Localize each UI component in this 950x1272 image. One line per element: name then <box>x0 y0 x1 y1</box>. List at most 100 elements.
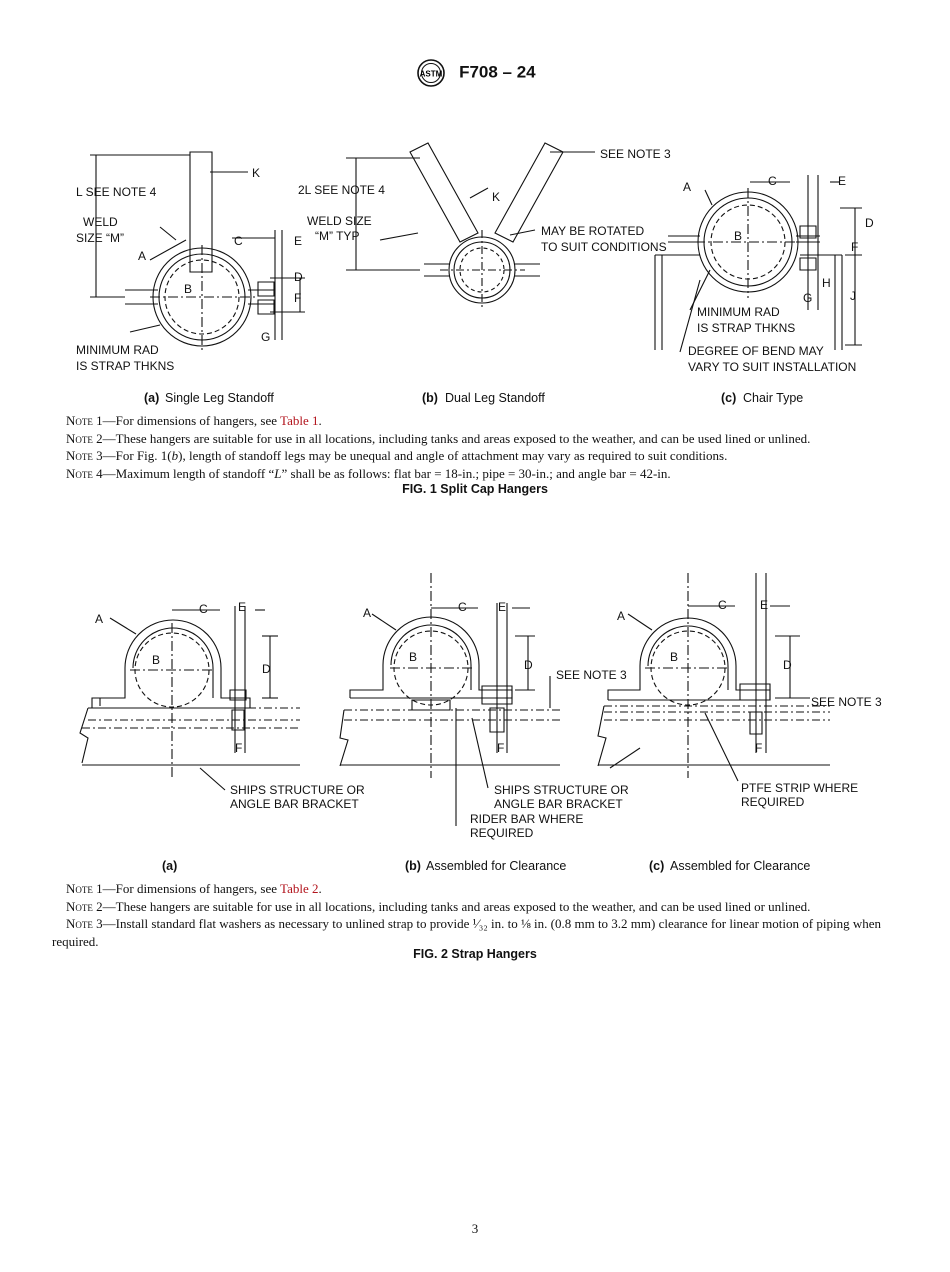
fig2c-caption-letter: (c) <box>649 859 664 873</box>
fig2c-caption-text: Assembled for Clearance <box>670 859 810 873</box>
fig1b-label-weld2: “M” TYP <box>315 229 359 243</box>
fig2a-label-ships2: ANGLE BAR BRACKET <box>230 797 359 811</box>
fig2a-caption-letter: (a) <box>162 859 177 873</box>
figure-1-labels: L SEE NOTE 4 WELD SIZE “M” K C E A B D F… <box>76 147 874 405</box>
fig2b-label-f: F <box>497 741 504 755</box>
fig1b-label-k: K <box>492 190 500 204</box>
fig2a-label-c: C <box>199 602 208 616</box>
fig2b-caption-text: Assembled for Clearance <box>426 859 566 873</box>
fig2c-label-note3: SEE NOTE 3 <box>811 695 882 709</box>
fig1a-caption-text: Single Leg Standoff <box>165 391 274 405</box>
fig2a-label-e: E <box>238 600 246 614</box>
fig2c-label-c: C <box>718 598 727 612</box>
figure-1-drawing <box>0 130 950 415</box>
fig1c-caption-letter: (c) <box>721 391 736 405</box>
fig1-note-3: Note 3—For Fig. 1(b), length of standoff… <box>66 448 728 463</box>
fig1c-label-b: B <box>734 229 742 243</box>
fig1-note-2: Note 2—These hangers are suitable for us… <box>66 430 811 446</box>
fig1b-label-rot1: MAY BE ROTATED <box>541 224 644 238</box>
fig1c-drawing <box>655 175 862 352</box>
fig1a-label-minrad2: IS STRAP THKNS <box>76 359 174 373</box>
fig1c-label-d: D <box>865 216 874 230</box>
fig1b-caption-text: Dual Leg Standoff <box>445 391 545 405</box>
fig2-title: FIG. 2 Strap Hangers <box>413 947 537 961</box>
fig2b-caption-letter: (b) <box>405 859 421 873</box>
fig1a-drawing <box>90 152 305 350</box>
fig1b-drawing <box>346 143 595 308</box>
fig2c-label-ptfe1: PTFE STRIP WHERE <box>741 781 858 795</box>
fig2-note-3: Note 3—Install standard flat washers as … <box>52 916 881 949</box>
fig2b-drawing <box>340 573 560 826</box>
fig2a-label-b: B <box>152 653 160 667</box>
fig1b-label-rot2: TO SUIT CONDITIONS <box>541 240 667 254</box>
fig2-notes: Note 1—For dimensions of hangers, see Ta… <box>52 880 902 950</box>
fig2b-label-e: E <box>498 600 506 614</box>
fig1c-label-j: J <box>850 289 856 303</box>
fig2b-label-ships2: ANGLE BAR BRACKET <box>494 797 623 811</box>
astm-logo: ASTM <box>414 58 448 88</box>
fig1a-label-weld1: WELD <box>83 215 118 229</box>
fig2a-label-ships1: SHIPS STRUCTURE OR <box>230 783 365 797</box>
fig1c-label-g: G <box>803 291 812 305</box>
fig2b-label-d: D <box>524 658 533 672</box>
fig2-note-1: Note 1—For dimensions of hangers, see Ta… <box>66 881 322 896</box>
fig1a-caption-letter: (a) <box>144 391 159 405</box>
fig1c-caption-text: Chair Type <box>743 391 803 405</box>
fig1a-label-a: A <box>138 249 146 263</box>
fig1a-label-weld2: SIZE “M” <box>76 231 124 245</box>
document-header: ASTM F708 – 24 <box>0 58 950 88</box>
fig2c-label-f: F <box>755 741 762 755</box>
fig1b-label-weld1: WELD SIZE <box>307 214 372 228</box>
fig2b-label-c: C <box>458 600 467 614</box>
fig2a-label-d: D <box>262 662 271 676</box>
figure-2-labels: A B C E D F SHIPS STRUCTURE OR ANGLE BAR… <box>95 598 882 873</box>
fig1b-label-see-note3: SEE NOTE 3 <box>600 147 671 161</box>
fig1a-label-b: B <box>184 282 192 296</box>
fig2c-drawing <box>598 573 830 781</box>
fig2b-label-rider1: RIDER BAR WHERE <box>470 812 583 826</box>
fig1-notes: Note 1—For dimensions of hangers, see Ta… <box>52 412 902 482</box>
fig1c-label-e: E <box>838 174 846 188</box>
astm-logo-text: ASTM <box>420 70 443 79</box>
fig1a-label-g: G <box>261 330 270 344</box>
fig1c-label-deg1: DEGREE OF BEND MAY <box>688 344 824 358</box>
table-1-link[interactable]: Table 1 <box>280 413 319 428</box>
fig2c-label-d: D <box>783 658 792 672</box>
fig1c-label-minrad2: IS STRAP THKNS <box>697 321 795 335</box>
fig1b-label-l: 2L SEE NOTE 4 <box>298 183 385 197</box>
fig1b-caption-letter: (b) <box>422 391 438 405</box>
fig1c-label-deg2: VARY TO SUIT INSTALLATION <box>688 360 856 374</box>
fig1a-label-c: C <box>234 234 243 248</box>
fig2c-label-a: A <box>617 609 625 623</box>
fig2c-label-ptfe2: REQUIRED <box>741 795 805 809</box>
fig2b-label-a: A <box>363 606 371 620</box>
fig2b-label-rider2: REQUIRED <box>470 826 534 840</box>
fig1a-label-minrad1: MINIMUM RAD <box>76 343 159 357</box>
fig1-title: FIG. 1 Split Cap Hangers <box>402 482 548 496</box>
fig1a-label-e: E <box>294 234 302 248</box>
fig1a-label-f: F <box>294 291 301 305</box>
fig1c-label-h: H <box>822 276 831 290</box>
fig1c-label-c: C <box>768 174 777 188</box>
figure-2-drawing <box>0 568 950 880</box>
fig2a-drawing <box>80 606 300 790</box>
page-number: 3 <box>471 1221 479 1236</box>
fig1a-label-k: K <box>252 166 260 180</box>
fig2c-label-b: B <box>670 650 678 664</box>
fig2c-label-e: E <box>760 598 768 612</box>
fig2a-label-f: F <box>235 741 242 755</box>
fig2-note-2: Note 2—These hangers are suitable for us… <box>66 898 811 914</box>
fig1-note-1: Note 1—For dimensions of hangers, see Ta… <box>66 413 322 428</box>
fig1c-label-minrad1: MINIMUM RAD <box>697 305 780 319</box>
fig1a-label-d: D <box>294 270 303 284</box>
fig2a-label-a: A <box>95 612 103 626</box>
fig1a-label-l: L SEE NOTE 4 <box>76 185 157 199</box>
fig2b-label-note3: SEE NOTE 3 <box>556 668 627 682</box>
fig2b-label-b: B <box>409 650 417 664</box>
document-designation: F708 – 24 <box>459 62 536 82</box>
fig2b-label-ships1: SHIPS STRUCTURE OR <box>494 783 629 797</box>
fig1c-label-f: F <box>851 240 858 254</box>
table-2-link[interactable]: Table 2 <box>280 881 319 896</box>
fig1-note-4: Note 4—Maximum length of standoff “L” sh… <box>66 465 671 481</box>
fig1c-label-a: A <box>683 180 691 194</box>
